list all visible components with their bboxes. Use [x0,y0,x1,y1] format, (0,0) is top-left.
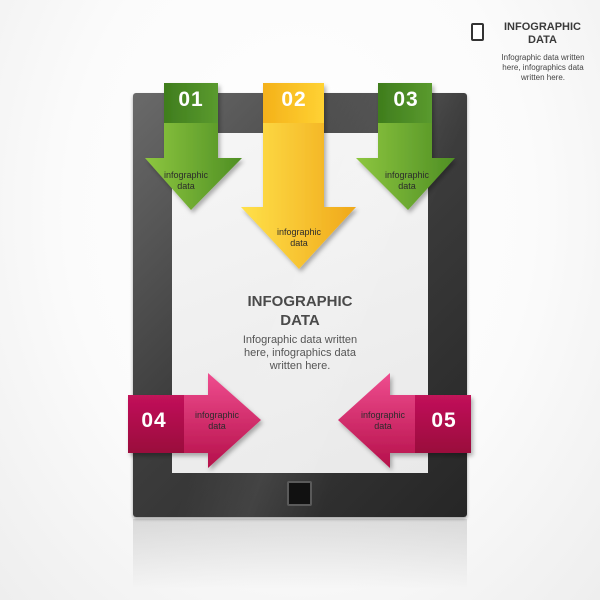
step-05-number: 05 [431,409,457,432]
tablet-icon [471,23,484,41]
legend-text: Infographic data written here, infograph… [493,53,593,83]
step-05-label: infographic data [348,410,418,432]
arrow-05 [338,373,471,468]
step-03-label: infographic data [372,170,442,192]
tablet-reflection [133,519,467,589]
legend: INFOGRAPHIC DATA Infographic data writte… [465,18,595,88]
arrow-02 [241,83,356,269]
step-05-label-line1: infographic [360,410,406,420]
step-03-label-line2: data [398,181,416,191]
center-title-line1: INFOGRAPHIC [247,293,353,310]
step-04-label-line1: infographic [194,410,240,420]
home-button [287,481,312,506]
legend-text-line3: written here. [520,73,566,82]
arrow-04-body [184,373,261,468]
center-text-line3: written here. [269,360,331,372]
step-01-number: 01 [178,88,204,111]
step-05-label-line2: data [374,421,392,431]
arrow-04-tab [128,395,184,453]
step-01-label: infographic data [151,170,221,192]
step-03-number: 03 [393,88,419,111]
arrow-03-body [356,123,455,210]
arrow-01-tab [164,83,218,123]
step-01-label-line2: data [177,181,195,191]
step-02-number: 02 [281,88,307,111]
step-02-label: infographic data [264,227,334,249]
legend-title-line2: DATA [528,34,557,46]
step-02-label-line1: infographic [276,227,322,237]
step-01-label-line1: infographic [163,170,209,180]
center-title: INFOGRAPHIC DATA [205,292,395,330]
step-03-label-line1: infographic [384,170,430,180]
step-02-label-line2: data [290,238,308,248]
arrow-05-body [338,373,415,468]
arrow-01 [145,83,242,210]
arrow-04 [128,373,261,468]
arrow-05-tab [415,395,471,453]
center-text: Infographic data written here, infograph… [220,334,380,373]
center-title-line2: DATA [280,312,320,329]
center-text-line2: here, infographics data [244,347,356,359]
arrow-02-tab [263,83,324,123]
arrow-02-body [241,123,356,269]
legend-title: INFOGRAPHIC DATA [495,21,590,47]
legend-text-line2: here, infographics data [502,63,584,72]
arrow-01-body [145,123,242,210]
step-04-label: infographic data [182,410,252,432]
center-text-line1: Infographic data written [242,334,358,346]
arrow-03-tab [378,83,432,123]
arrow-03 [356,83,455,210]
legend-title-line1: INFOGRAPHIC [504,21,581,33]
step-04-number: 04 [141,409,167,432]
step-04-label-line2: data [208,421,226,431]
legend-text-line1: Infographic data written [501,53,585,62]
